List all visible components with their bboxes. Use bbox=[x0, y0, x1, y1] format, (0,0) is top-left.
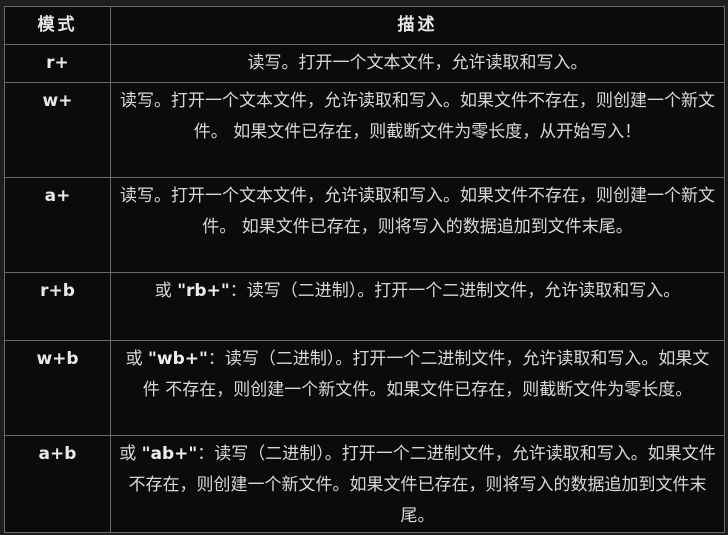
description-cell: 或 "rb+"：读写（二进制）。打开一个二进制文件，允许读取和写入。 bbox=[110, 272, 725, 341]
mode-alias: "ab+" bbox=[141, 444, 198, 464]
description-cell: 读写。打开一个文本文件，允许读取和写入。如果文件不存在，则创建一个新文件。 如果… bbox=[110, 177, 725, 273]
table-row: w+ 读写。打开一个文本文件，允许读取和写入。如果文件不存在，则创建一个新文件。… bbox=[4, 82, 725, 178]
prefix-text: 或 bbox=[154, 281, 178, 301]
description-text: 读写（二进制）。打开一个二进制文件，允许读取和写入。如果文件 不存在，则创建一个… bbox=[128, 444, 716, 526]
mode-alias: "rb+" bbox=[177, 281, 230, 301]
mode-cell: r+b bbox=[4, 272, 111, 341]
header-description: 描述 bbox=[110, 6, 725, 45]
mode-cell: a+ bbox=[4, 177, 111, 273]
description-cell: 或 "ab+"：读写（二进制）。打开一个二进制文件，允许读取和写入。如果文件 不… bbox=[110, 435, 725, 533]
separator: ： bbox=[229, 281, 247, 301]
separator: ： bbox=[207, 349, 225, 369]
header-mode: 模式 bbox=[4, 6, 111, 45]
description-cell: 或 "wb+"：读写（二进制）。打开一个二进制文件，允许读取和写入。如果文件 不… bbox=[110, 340, 725, 436]
table-row: a+ 读写。打开一个文本文件，允许读取和写入。如果文件不存在，则创建一个新文件。… bbox=[4, 177, 725, 273]
header-row: 模式 描述 bbox=[4, 6, 725, 45]
description-cell: 读写。打开一个文本文件，允许读取和写入。 bbox=[110, 44, 725, 83]
table-row: r+ 读写。打开一个文本文件，允许读取和写入。 bbox=[4, 44, 725, 83]
mode-cell: a+b bbox=[4, 435, 111, 533]
table-row: a+b 或 "ab+"：读写（二进制）。打开一个二进制文件，允许读取和写入。如果… bbox=[4, 435, 725, 533]
prefix-text: 或 bbox=[125, 349, 149, 369]
table-row: w+b 或 "wb+"：读写（二进制）。打开一个二进制文件，允许读取和写入。如果… bbox=[4, 340, 725, 436]
mode-cell: w+b bbox=[4, 340, 111, 436]
file-modes-table: 模式 描述 r+ 读写。打开一个文本文件，允许读取和写入。 w+ 读写。打开一个… bbox=[4, 6, 725, 533]
prefix-text: 或 bbox=[119, 444, 142, 464]
mode-cell: w+ bbox=[4, 82, 111, 178]
description-cell: 读写。打开一个文本文件，允许读取和写入。如果文件不存在，则创建一个新文件。 如果… bbox=[110, 82, 725, 178]
mode-cell: r+ bbox=[4, 44, 111, 83]
mode-alias: "wb+" bbox=[148, 349, 208, 369]
table-row: r+b 或 "rb+"：读写（二进制）。打开一个二进制文件，允许读取和写入。 bbox=[4, 272, 725, 341]
separator: ： bbox=[197, 444, 215, 464]
description-text: 读写（二进制）。打开一个二进制文件，允许读取和写入。如果文件 不存在，则创建一个… bbox=[142, 349, 710, 400]
description-text: 读写（二进制）。打开一个二进制文件，允许读取和写入。 bbox=[246, 281, 681, 301]
